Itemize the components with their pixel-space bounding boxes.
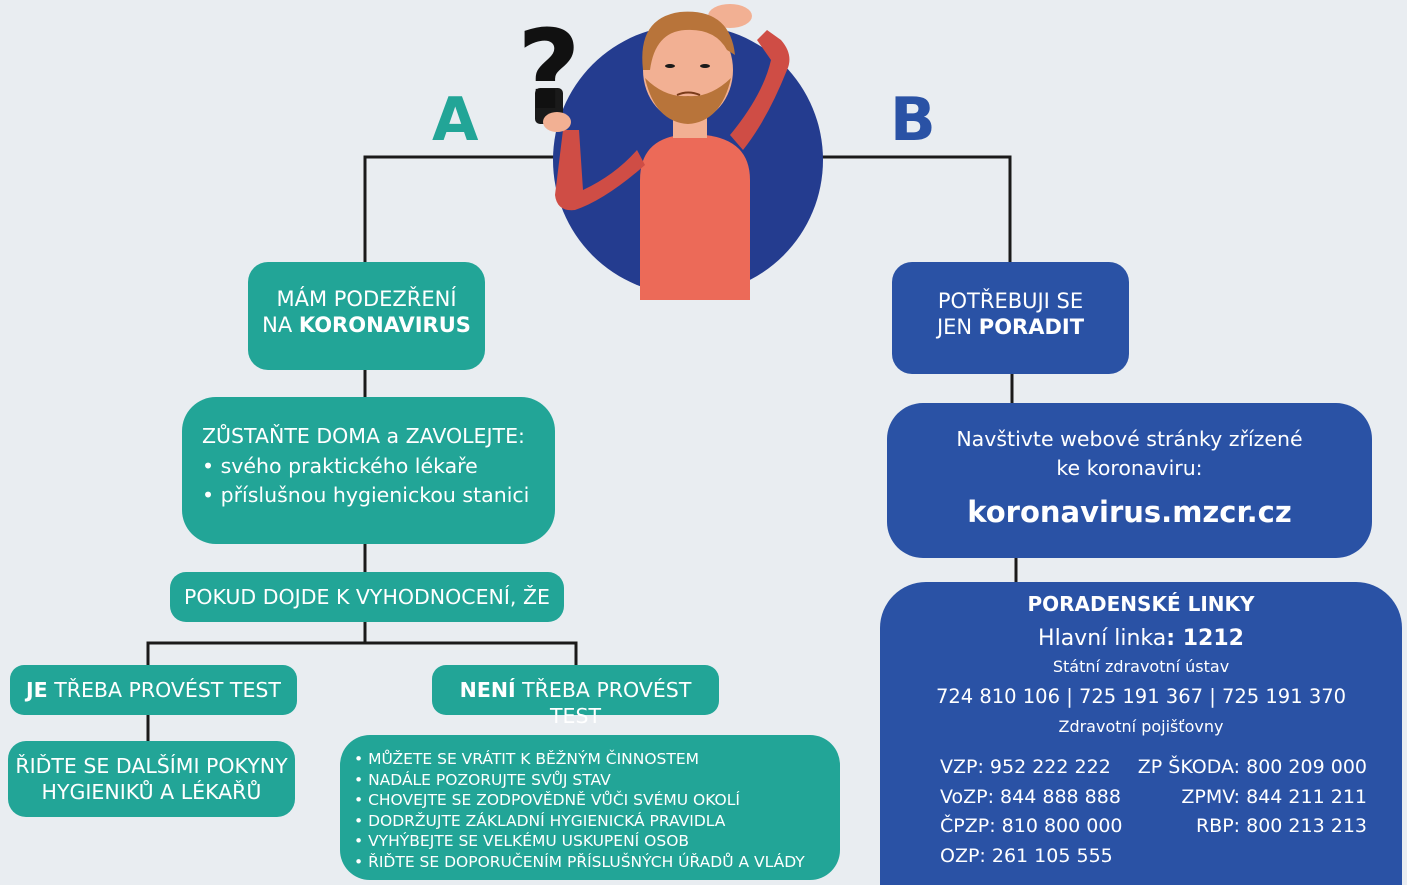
hotlines-title: PORADENSKÉ LINKY (1027, 592, 1255, 616)
hotlines-box: PORADENSKÉ LINKY Hlavní linka: 1212 Stát… (880, 582, 1402, 885)
mouth (676, 91, 701, 96)
eye-right (700, 64, 710, 68)
eye-left (665, 64, 675, 68)
list-item: DODRŽUJTE ZÁKLADNÍ HYGIENICKÁ PRAVIDLA (354, 811, 840, 832)
main-hotline-label: Hlavní linka (1038, 626, 1167, 651)
list-item: VYHÝBEJTE SE VELKÉMU USKUPENÍ OSOB (354, 831, 840, 852)
raised-arm (730, 30, 790, 150)
torso (640, 135, 750, 300)
szu-numbers[interactable]: 724 810 106 | 725 191 367 | 725 191 370 (935, 684, 1347, 708)
branch-b-header-bold: PORADIT (978, 315, 1085, 340)
insurer-phone[interactable]: VoZP: 844 888 888 (940, 785, 1121, 808)
test-required-box: JE TŘEBA PROVÉST TEST (10, 665, 297, 715)
branch-a-header-prefix: NA (262, 313, 299, 338)
stay-home-list: svého praktického lékaře příslušnou hygi… (202, 452, 555, 511)
hair (642, 11, 735, 70)
test-not-required-bold: NENÍ (459, 678, 516, 702)
insurer-phone[interactable]: ČPZP: 810 800 000 (940, 815, 1123, 838)
insurer-phone[interactable]: ZPMV: 844 211 211 (1181, 785, 1367, 808)
left-arm (555, 130, 645, 211)
list-item: NADÁLE POZORUJTE SVŮJ STAV (354, 770, 840, 791)
szu-label: Státní zdravotní ústav (1052, 656, 1230, 676)
follow-instructions-box: ŘIĎTE SE DALŠÍMI POKYNY HYGIENIKŮ A LÉKA… (8, 741, 295, 817)
left-hand (543, 112, 571, 132)
test-required-rest: TŘEBA PROVÉST TEST (47, 678, 281, 702)
branch-a-header: MÁM PODEZŘENÍ NA KORONAVIRUS (248, 262, 485, 370)
stay-home-box: ZŮSTAŇTE DOMA a ZAVOLEJTE: svého praktic… (182, 397, 555, 544)
follow-line1: ŘIĎTE SE DALŠÍMI POKYNY (15, 754, 288, 778)
test-not-required-rest: TŘEBA PROVÉST TEST (515, 678, 692, 728)
question-mark-icon: ? (517, 6, 581, 134)
website-box: Navštivte webové stránky zřízené ke koro… (887, 403, 1372, 558)
insurer-phone[interactable]: ZP ŠKODA: 800 209 000 (1137, 756, 1367, 778)
connector-split (146, 641, 578, 665)
option-letter-b: B (890, 85, 936, 155)
insurers-left-column: VZP: 952 222 222 VoZP: 844 888 888 ČPZP:… (940, 753, 1123, 872)
connector-top-b (820, 155, 1012, 262)
option-letter-a: A (432, 85, 479, 155)
branch-b-header: POTŘEBUJI SE JEN PORADIT (892, 262, 1129, 374)
connector-top-a (363, 155, 560, 262)
no-test-advice-list: MŮŽETE SE VRÁTIT K BĚŽNÝM ČINNOSTEM NADÁ… (354, 749, 840, 873)
test-not-required-box: NENÍ TŘEBA PROVÉST TEST (432, 665, 719, 728)
branch-a-header-line1: MÁM PODEZŘENÍ (276, 287, 457, 311)
stay-home-title: ZŮSTAŇTE DOMA a ZAVOLEJTE: (202, 424, 525, 448)
no-test-advice-box: MŮŽETE SE VRÁTIT K BĚŽNÝM ČINNOSTEM NADÁ… (340, 735, 840, 880)
branch-b-header-line1: POTŘEBUJI SE (937, 289, 1084, 313)
beard (645, 78, 731, 124)
confused-man-illustration: ? (517, 4, 823, 300)
test-required-bold: JE (26, 678, 48, 702)
insurer-phone[interactable]: VZP: 952 222 222 (940, 756, 1111, 778)
branch-a-header-bold: KORONAVIRUS (298, 313, 471, 338)
branch-a-header-line2: NA KORONAVIRUS (248, 312, 485, 338)
website-line1: Navštivte webové stránky zřízené (956, 427, 1303, 451)
insurer-phone[interactable]: RBP: 800 213 213 (1195, 815, 1367, 838)
insurers-label: Zdravotní pojišťovny (1058, 716, 1224, 736)
list-item: CHOVEJTE SE ZODPOVĚDNĚ VŮČI SVÉMU OKOLÍ (354, 790, 840, 811)
insurer-phone[interactable]: OZP: 261 105 555 (940, 844, 1113, 867)
main-hotline: Hlavní linka: 1212 (880, 625, 1402, 653)
evaluation-text: POKUD DOJDE K VYHODNOCENÍ, ŽE (184, 585, 550, 609)
branch-b-header-prefix: JEN (936, 315, 979, 340)
follow-line2: HYGIENIKŮ A LÉKAŘŮ (41, 779, 262, 804)
website-line2: ke koronaviru: (1056, 455, 1203, 480)
branch-b-header-line2: JEN PORADIT (892, 314, 1129, 340)
website-url-link[interactable]: koronavirus.mzcr.cz (967, 495, 1292, 530)
list-item: příslušnou hygienickou stanici (202, 481, 555, 511)
list-item: MŮŽETE SE VRÁTIT K BĚŽNÝM ČINNOSTEM (354, 749, 840, 770)
insurers-right-column: ZP ŠKODA: 800 209 000 ZPMV: 844 211 211 … (1138, 753, 1367, 842)
list-item: svého praktického lékaře (202, 452, 555, 482)
evaluation-box: POKUD DOJDE K VYHODNOCENÍ, ŽE (170, 572, 564, 622)
main-hotline-number[interactable]: : 1212 (1166, 626, 1244, 651)
list-item: ŘIĎTE SE DOPORUČENÍM PŘÍSLUŠNÝCH ÚŘADŮ A… (354, 852, 840, 873)
